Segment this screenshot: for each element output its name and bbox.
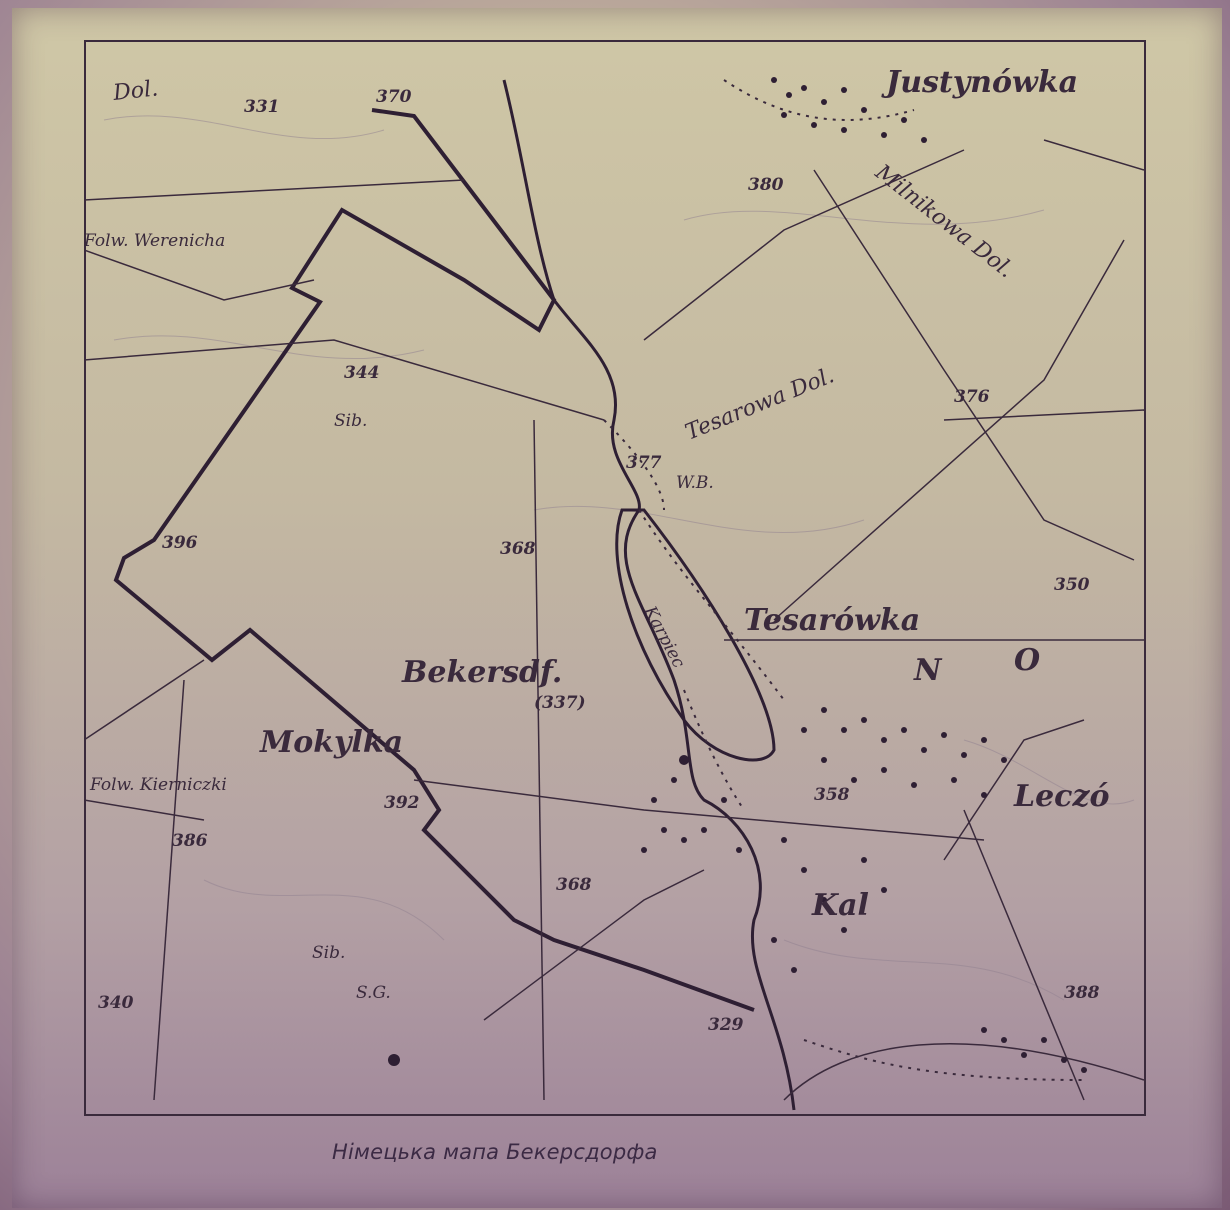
elev-350: 350 bbox=[1054, 575, 1090, 595]
elev-377: 377 bbox=[626, 453, 662, 473]
elev-368b: 368 bbox=[556, 875, 592, 895]
terrain-hatching bbox=[103, 115, 1135, 1001]
label-kal: Kal bbox=[811, 888, 869, 923]
label-pond: Karpiec bbox=[639, 602, 689, 672]
label-mokylka: Mokylka bbox=[259, 725, 403, 760]
elev-337: (337) bbox=[534, 693, 586, 713]
label-tesarowa-dol: Tesarowa Dol. bbox=[682, 363, 838, 445]
elev-340: 340 bbox=[98, 993, 134, 1013]
label-s-g: S.G. bbox=[356, 983, 391, 1003]
historic-map: Justynówka Tesarówka Bekersdf. Mokylka L… bbox=[84, 40, 1146, 1116]
village-dots bbox=[388, 77, 1087, 1073]
elev-388: 388 bbox=[1064, 983, 1100, 1003]
label-tesarowka: Tesarówka bbox=[744, 603, 920, 638]
elev-358: 358 bbox=[814, 785, 850, 805]
map-drawing: Justynówka Tesarówka Bekersdf. Mokylka L… bbox=[84, 40, 1146, 1116]
elev-368: 368 bbox=[500, 539, 536, 559]
elev-380: 380 bbox=[748, 175, 784, 195]
elev-376: 376 bbox=[954, 387, 990, 407]
label-justynowka: Justynówka bbox=[881, 65, 1078, 100]
label-dol-nw: Dol. bbox=[111, 76, 159, 106]
elev-386: 386 bbox=[172, 831, 208, 851]
roads bbox=[84, 139, 1145, 1101]
label-o: O bbox=[1014, 643, 1040, 678]
elev-344: 344 bbox=[344, 363, 380, 383]
label-n: N bbox=[913, 653, 943, 688]
elev-329: 329 bbox=[708, 1015, 744, 1035]
elev-370: 370 bbox=[376, 87, 412, 107]
elev-331: 331 bbox=[244, 97, 280, 117]
dotted-roads bbox=[603, 79, 1085, 1081]
elev-392: 392 bbox=[384, 793, 420, 813]
book-page: Justynówka Tesarówka Bekersdf. Mokylka L… bbox=[12, 8, 1222, 1208]
label-folw-kierniczki: Folw. Kierniczki bbox=[89, 775, 227, 795]
label-w-b: W.B. bbox=[676, 473, 714, 493]
boundary-line bbox=[113, 108, 755, 1012]
label-milnikowa-dol: Milnikowa Dol. bbox=[870, 159, 1019, 283]
label-sib-1: Sib. bbox=[334, 411, 367, 431]
label-sib-2: Sib. bbox=[312, 943, 345, 963]
label-leczo: Leczó bbox=[1013, 779, 1110, 814]
river bbox=[502, 79, 796, 1111]
map-border bbox=[84, 40, 1146, 1116]
elev-396: 396 bbox=[162, 533, 198, 553]
pond bbox=[615, 508, 776, 762]
label-folw-werenicha: Folw. Werenicha bbox=[84, 231, 225, 251]
map-caption: Німецька мапа Бекерсдорфа bbox=[332, 1140, 658, 1164]
label-bekersdf: Bekersdf. bbox=[401, 655, 562, 690]
